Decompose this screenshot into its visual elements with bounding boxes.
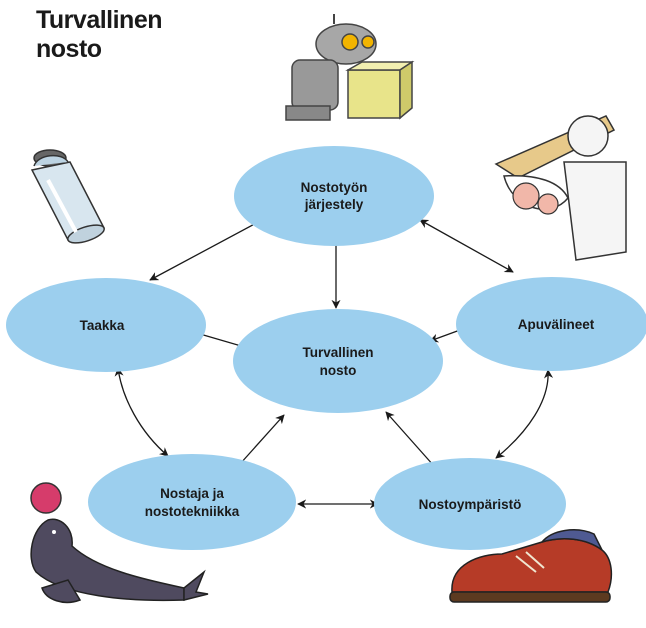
title-line-1: Turvallinen [36, 6, 163, 34]
node-organization: Nostotyön järjestely [234, 146, 434, 246]
thermos-flask-icon [30, 149, 106, 244]
node-environment-label: Nostoympäristö [419, 497, 522, 512]
arrow-load-lifter [114, 367, 169, 457]
node-aids: Apuvälineet [456, 277, 646, 371]
node-organization-line-2: järjestely [304, 197, 364, 212]
node-organization-line-1: Nostotyön [301, 180, 368, 195]
stork-with-baby-icon [494, 115, 627, 261]
node-lifter-line-2: nostotekniikka [145, 504, 240, 519]
node-center: Turvallinen nosto [233, 309, 443, 413]
arrow-aids-center [429, 329, 461, 343]
arrow-aids-environment [495, 369, 554, 459]
node-lifter: Nostaja ja nostotekniikka [88, 454, 296, 550]
arrow-organization-load [149, 219, 263, 281]
robot-carrying-box-icon [285, 14, 415, 121]
node-aids-label: Apuvälineet [518, 317, 595, 332]
sea-lion-with-ball-icon [30, 482, 209, 604]
diagram-title: Turvallinen nosto [36, 6, 163, 64]
node-environment: Nostoympäristö [374, 458, 566, 550]
title-line-2: nosto [36, 35, 102, 63]
walking-shoe-icon [449, 529, 613, 603]
node-lifter-line-1: Nostaja ja [160, 486, 224, 501]
diagram-arrows [114, 219, 554, 509]
node-center-line-1: Turvallinen [302, 345, 373, 360]
arrow-organization-aids [419, 219, 514, 273]
node-load: Taakka [6, 278, 206, 372]
arrow-environment-center [385, 411, 435, 467]
node-load-label: Taakka [80, 318, 125, 333]
node-center-line-2: nosto [320, 363, 357, 378]
arrow-lifter-center [239, 414, 285, 465]
